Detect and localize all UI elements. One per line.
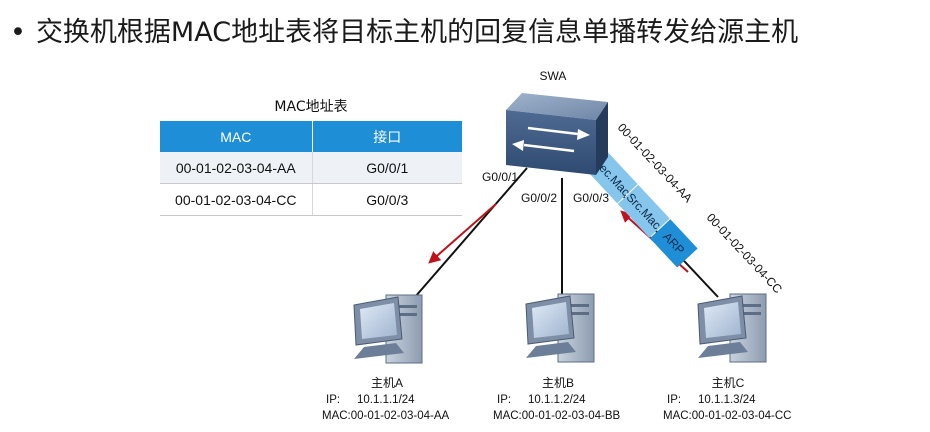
table-cell-mac: 00-01-02-03-04-AA <box>160 152 313 184</box>
table-cell-port: G0/0/3 <box>312 183 462 216</box>
frame-direction-arrow-to-a <box>428 203 497 264</box>
host-c-ip-key: IP: <box>667 394 681 406</box>
host-b-name: 主机B <box>542 376 574 390</box>
link-swa-host-a <box>414 167 528 298</box>
host-a-name: 主机A <box>371 376 403 390</box>
host-b-icon <box>525 293 595 363</box>
table-header-row: MAC 接口 <box>160 121 462 152</box>
host-a-ip-key: IP: <box>326 394 340 406</box>
host-b-mac: MAC:00-01-02-03-04-BB <box>493 410 621 422</box>
mac-table-caption: MAC地址表 <box>274 99 348 115</box>
host-a-ip: 10.1.1.1/24 <box>357 394 415 406</box>
table-header-mac: MAC <box>160 121 313 152</box>
host-a-mac: MAC:00-01-02-03-04-AA <box>322 410 450 422</box>
frame-field-src-mac <box>617 184 670 238</box>
host-c-ip: 10.1.1.3/24 <box>698 394 756 406</box>
host-b-ip: 10.1.1.2/24 <box>528 394 586 406</box>
arp-frame: Dec.Mac Src.Mac ARP <box>585 150 698 268</box>
frame-field-arp <box>649 219 698 268</box>
table-row: 00-01-02-03-04-CC G0/0/3 <box>160 183 462 216</box>
slide-title: • 交换机根据MAC地址表将目标主机的回复信息单播转发给源主机 <box>10 10 798 49</box>
port-label-g0-0-2: G0/0/2 <box>521 191 557 205</box>
port-label-g0-0-3: G0/0/3 <box>573 191 609 205</box>
title-bullet: • <box>10 17 26 48</box>
table-cell-mac: 00-01-02-03-04-CC <box>160 183 313 216</box>
port-label-g0-0-1: G0/0/1 <box>482 170 518 184</box>
table-row: 00-01-02-03-04-AA G0/0/1 <box>160 152 462 184</box>
host-c-mac: MAC:00-01-02-03-04-CC <box>663 410 791 422</box>
mac-address-table: MAC 接口 00-01-02-03-04-AA G0/0/1 00-01-02… <box>160 121 462 216</box>
frame-src-mac-label: 00-01-02-03-04-CC <box>704 210 785 296</box>
table-cell-port: G0/0/1 <box>312 152 462 184</box>
host-a-icon <box>353 294 423 364</box>
switch-icon <box>506 93 608 175</box>
switch-label: SWA <box>540 69 567 83</box>
title-text: 交换机根据MAC地址表将目标主机的回复信息单播转发给源主机 <box>35 17 799 48</box>
host-c-name: 主机C <box>712 376 745 390</box>
host-b-ip-key: IP: <box>497 394 511 406</box>
host-c-icon <box>697 293 767 363</box>
table-header-port: 接口 <box>312 121 462 152</box>
